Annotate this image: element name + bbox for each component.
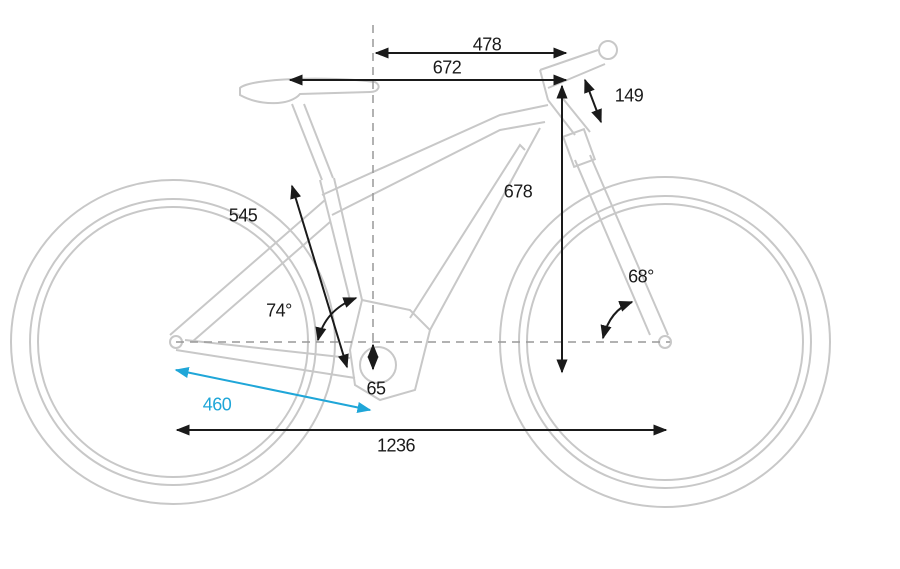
chainstay-arrow xyxy=(174,367,372,413)
rear-wheel-rim xyxy=(29,198,317,486)
head-angle-label: 68° xyxy=(628,266,654,287)
wheelbase-label: 1236 xyxy=(376,435,416,456)
top-tube-label: 672 xyxy=(432,57,462,78)
fork-crown xyxy=(561,127,597,169)
head-tube-label: 149 xyxy=(614,85,644,106)
head-tube-arrow xyxy=(584,78,602,124)
reach-label: 478 xyxy=(472,34,502,55)
seat-angle-label: 74° xyxy=(266,300,292,321)
rear-wheel-tire xyxy=(10,179,336,505)
seatpost xyxy=(291,103,334,181)
chainstay-label: 460 xyxy=(202,394,232,415)
seat-tube xyxy=(319,177,363,301)
seat-angle-arc xyxy=(315,297,358,342)
motor-housing xyxy=(348,298,432,402)
seat-tube-label: 545 xyxy=(228,205,258,226)
bb-drop-label: 65 xyxy=(366,378,386,399)
saddle xyxy=(239,77,380,105)
stem xyxy=(539,49,606,101)
chain-stay xyxy=(175,339,356,379)
front-wheel-tire xyxy=(499,176,831,508)
fork xyxy=(574,154,669,336)
handlebar xyxy=(598,40,618,60)
head-angle-arc xyxy=(600,301,634,340)
top-tube xyxy=(321,104,549,216)
stack-label: 678 xyxy=(503,181,533,202)
down-tube xyxy=(409,127,541,331)
